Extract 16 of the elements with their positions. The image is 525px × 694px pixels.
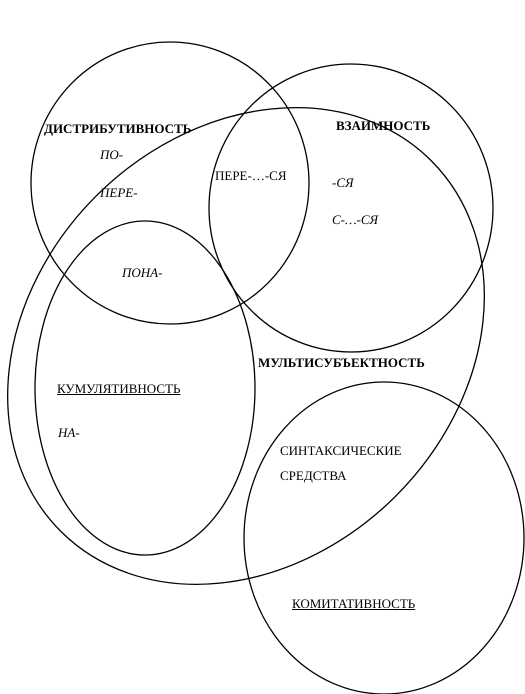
set-heading: ДИСТРИБУТИВНОСТЬ (44, 121, 192, 137)
affix-label: С-…-СЯ (332, 211, 378, 229)
set-ellipse (8, 108, 484, 584)
set-ellipse (208, 63, 494, 353)
region-label: ПЕРЕ-…-СЯ (215, 167, 286, 185)
affix-label: ПЕРЕ- (100, 184, 138, 202)
set-heading: МУЛЬТИСУБЪЕКТНОСТЬ (258, 355, 425, 371)
set-heading: КУМУЛЯТИВНОСТЬ (57, 381, 180, 397)
set-ellipse (34, 220, 256, 556)
affix-label: -СЯ (332, 174, 354, 192)
region-label: СИНТАКСИЧЕСКИЕ СРЕДСТВА (280, 442, 403, 485)
affix-label: ПО- (100, 146, 124, 164)
affix-label: НА- (58, 424, 80, 442)
affix-label: ПОНА- (122, 264, 162, 282)
set-heading: КОМИТАТИВНОСТЬ (292, 596, 416, 612)
set-ellipse (30, 41, 310, 325)
